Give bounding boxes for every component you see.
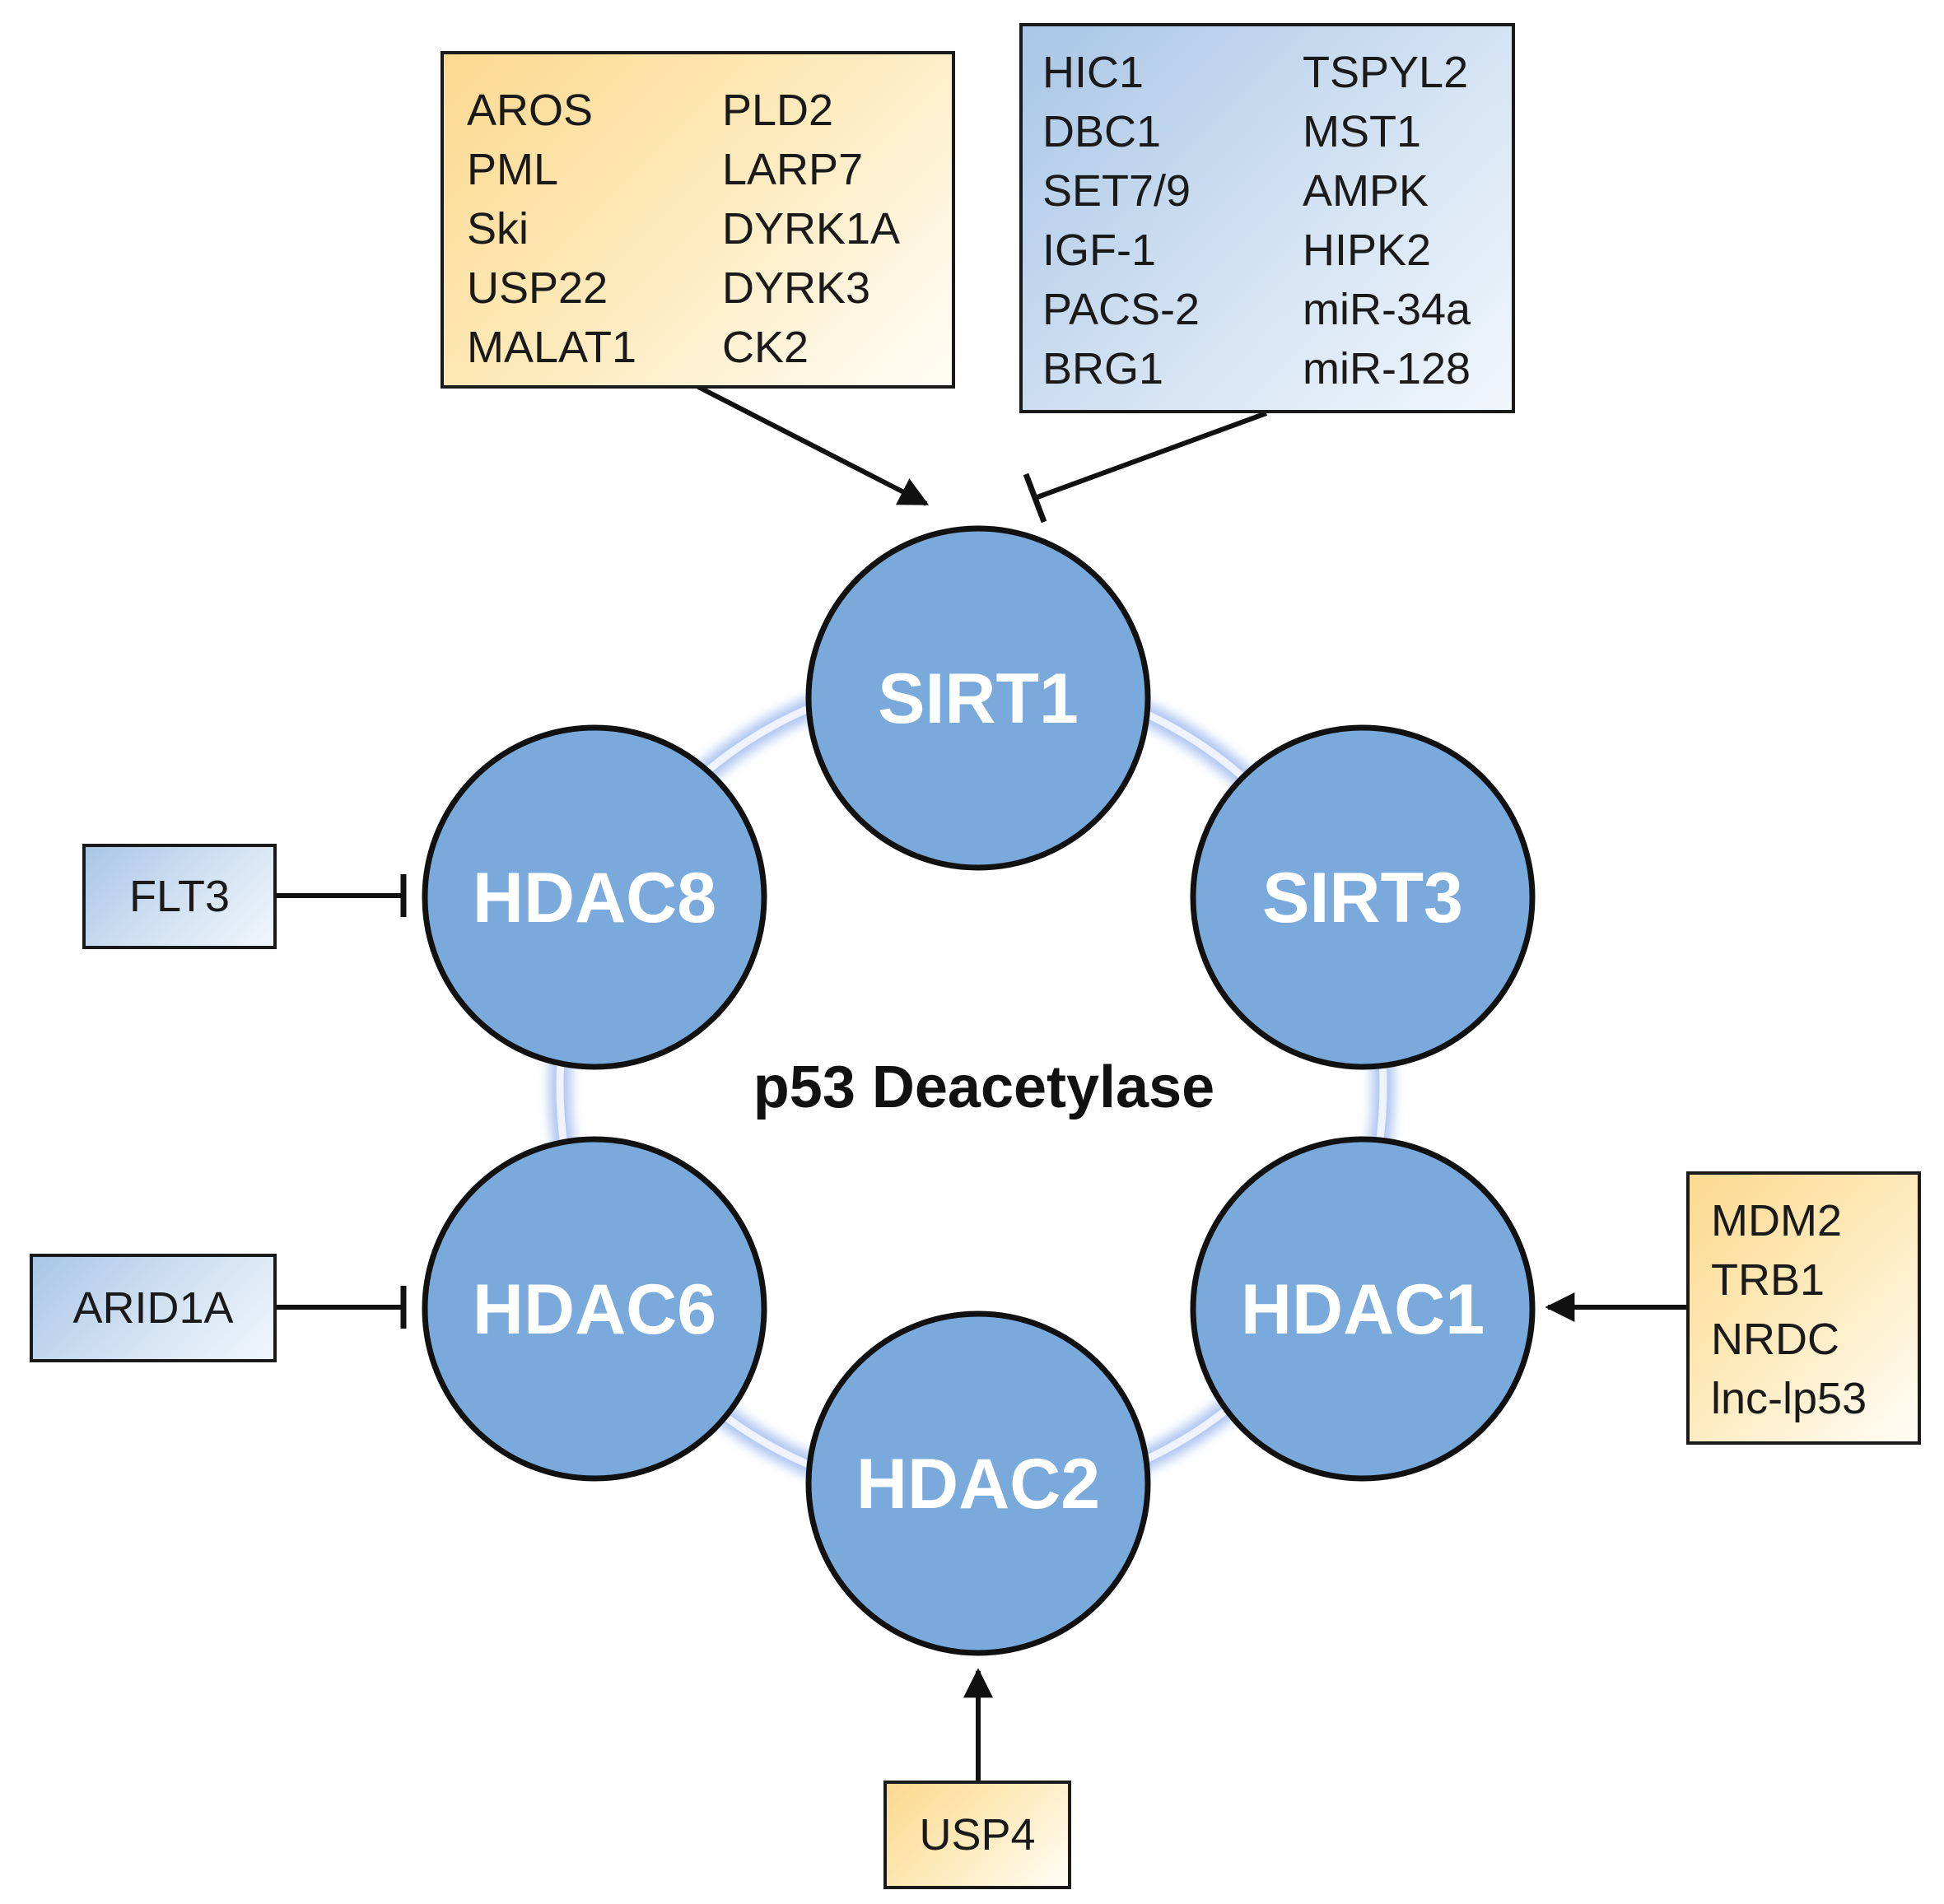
sirt1-inhibitors-col2: TSPYL2 MST1 AMPK HIPK2 miR-34a miR-128 [1303,43,1471,398]
regulator-label: CK2 [722,323,809,372]
sirt1-inhibition-bar [1023,473,1047,524]
node-sirt1-circle [805,525,1151,871]
node-sirt3: SIRT3 [1190,724,1536,1070]
arid1a-box: ARID1A [30,1254,277,1362]
center-label: p53 Deacetylase [753,1054,1214,1120]
regulator-label: SET7/9 [1042,166,1191,216]
sirt1-inhibitors-col1: HIC1 DBC1 SET7/9 IGF-1 PACS-2 BRG1 [1042,43,1200,398]
sirt1-inhibition-line [1033,411,1268,500]
sirt1-activators-col1: AROS PML Ski USP22 MALAT1 [467,81,636,377]
hdac1-activators-box: MDM2 TRB1 NRDC lnc-lp53 [1686,1171,1921,1445]
node-hdac1-circle [1190,1136,1536,1482]
node-hdac6-circle [422,1136,767,1482]
usp4-box: USP4 [883,1781,1071,1889]
node-hdac1: HDAC1 [1190,1136,1536,1482]
node-sirt3-circle [1190,724,1536,1070]
usp4-label: USP4 [919,1810,1036,1860]
node-sirt3-label: SIRT3 [1262,859,1463,938]
regulator-label: LARP7 [722,145,864,194]
node-sirt1-label: SIRT1 [878,659,1079,738]
sirt1-activation-arrow [697,384,930,506]
regulator-label: BRG1 [1042,344,1164,393]
hdac1-activators-list: MDM2 TRB1 NRDC lnc-lp53 [1711,1191,1867,1428]
node-hdac2: HDAC2 [805,1310,1151,1656]
regulator-label: HIPK2 [1303,226,1432,275]
arid1a-label: ARID1A [72,1283,234,1333]
regulator-label: AMPK [1303,166,1429,216]
node-sirt1: SIRT1 [805,525,1151,871]
regulator-label: HIC1 [1042,48,1144,97]
sirt1-activators-box: AROS PML Ski USP22 MALAT1 PLD2 LARP7 DYR… [441,51,955,389]
regulator-label: MALAT1 [467,323,637,372]
regulator-label: Ski [467,204,529,254]
regulator-label: miR-128 [1303,344,1471,393]
regulator-label: DYRK3 [722,263,871,313]
regulator-label: DYRK1A [722,204,901,254]
node-hdac1-label: HDAC1 [1241,1270,1485,1349]
node-hdac2-circle [805,1310,1151,1656]
node-hdac8-circle [422,724,767,1070]
node-hdac6: HDAC6 [422,1136,767,1482]
regulator-label: miR-34a [1303,285,1471,334]
regulator-label: DBC1 [1042,107,1162,156]
flt3-box: FLT3 [82,844,277,949]
node-hdac8: HDAC8 [422,724,767,1070]
sirt1-activators-col2: PLD2 LARP7 DYRK1A DYRK3 CK2 [722,81,900,377]
regulator-label: PLD2 [722,86,834,135]
regulator-label: TSPYL2 [1303,48,1469,97]
regulator-label: lnc-lp53 [1711,1374,1867,1423]
regulator-label: IGF-1 [1042,226,1157,275]
node-hdac2-label: HDAC2 [856,1445,1100,1524]
regulator-label: MDM2 [1711,1196,1842,1245]
regulator-label: TRB1 [1711,1255,1825,1305]
regulator-label: PACS-2 [1042,285,1200,334]
regulator-label: USP22 [467,263,608,313]
regulator-label: AROS [467,86,594,135]
regulator-label: NRDC [1711,1315,1839,1364]
node-hdac6-label: HDAC6 [473,1270,716,1349]
node-hdac8-label: HDAC8 [473,859,716,938]
regulator-label: PML [467,145,559,194]
flt3-label: FLT3 [128,872,231,921]
sirt1-inhibitors-box: HIC1 DBC1 SET7/9 IGF-1 PACS-2 BRG1 TSPYL… [1019,23,1515,413]
regulator-label: MST1 [1303,107,1422,156]
